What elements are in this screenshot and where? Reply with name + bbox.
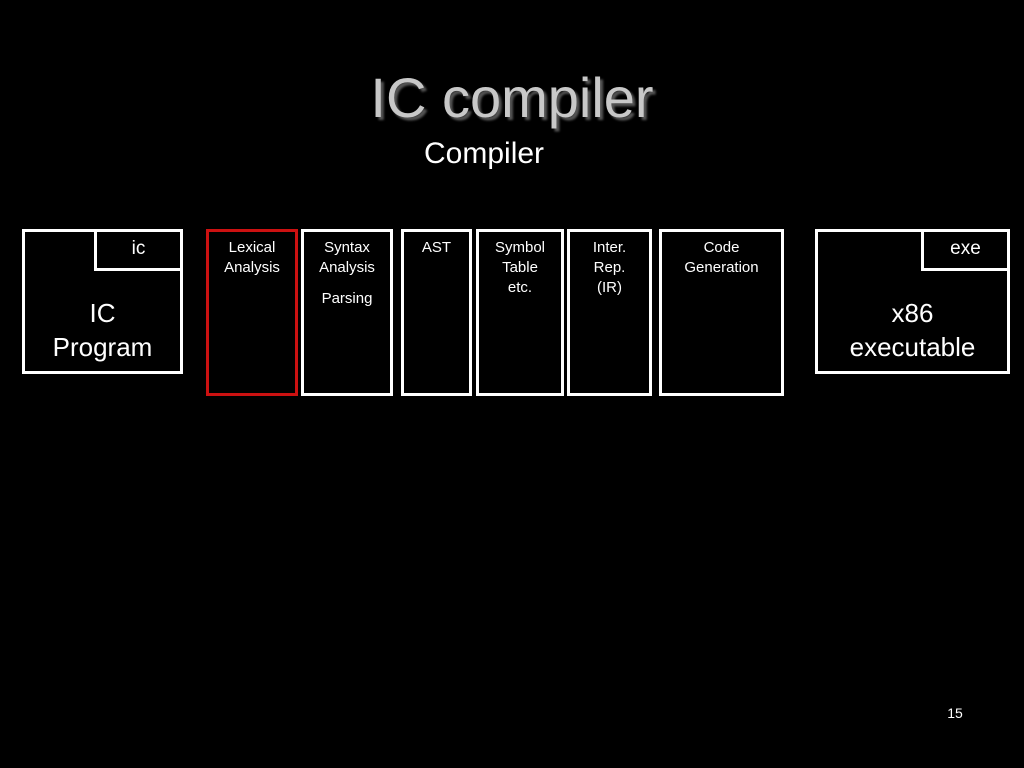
- stage-label: Inter. Rep. (IR): [592, 239, 627, 296]
- slide-subtitle: Compiler: [424, 137, 545, 170]
- stage-label: Syntax Analysis: [319, 239, 375, 276]
- stage-label: Lexical Analysis: [224, 239, 280, 276]
- page-number: 15: [947, 705, 963, 721]
- output-file-box: exe x86 executable: [815, 229, 1010, 374]
- stage-label: Code Generation: [684, 239, 759, 276]
- stage-sub-label: Parsing: [321, 290, 373, 307]
- stage-symbol-table: Symbol Table etc.: [476, 229, 564, 396]
- stage-label: AST: [421, 239, 452, 256]
- stage-syntax-analysis: Syntax Analysis Parsing: [301, 229, 393, 396]
- output-file-label: x86 executable: [849, 298, 976, 362]
- input-file-box: ic IC Program: [22, 229, 183, 374]
- input-file-tag: ic: [94, 232, 180, 271]
- stage-lexical-analysis: Lexical Analysis: [206, 229, 298, 396]
- stage-code-generation: Code Generation: [659, 229, 784, 396]
- stage-intermediate-representation: Inter. Rep. (IR): [567, 229, 652, 396]
- stage-label: Symbol Table etc.: [494, 239, 546, 296]
- input-file-label: IC Program: [52, 298, 153, 362]
- output-file-tag: exe: [921, 232, 1007, 271]
- stage-ast: AST: [401, 229, 472, 396]
- slide-title: IC compiler: [370, 66, 654, 129]
